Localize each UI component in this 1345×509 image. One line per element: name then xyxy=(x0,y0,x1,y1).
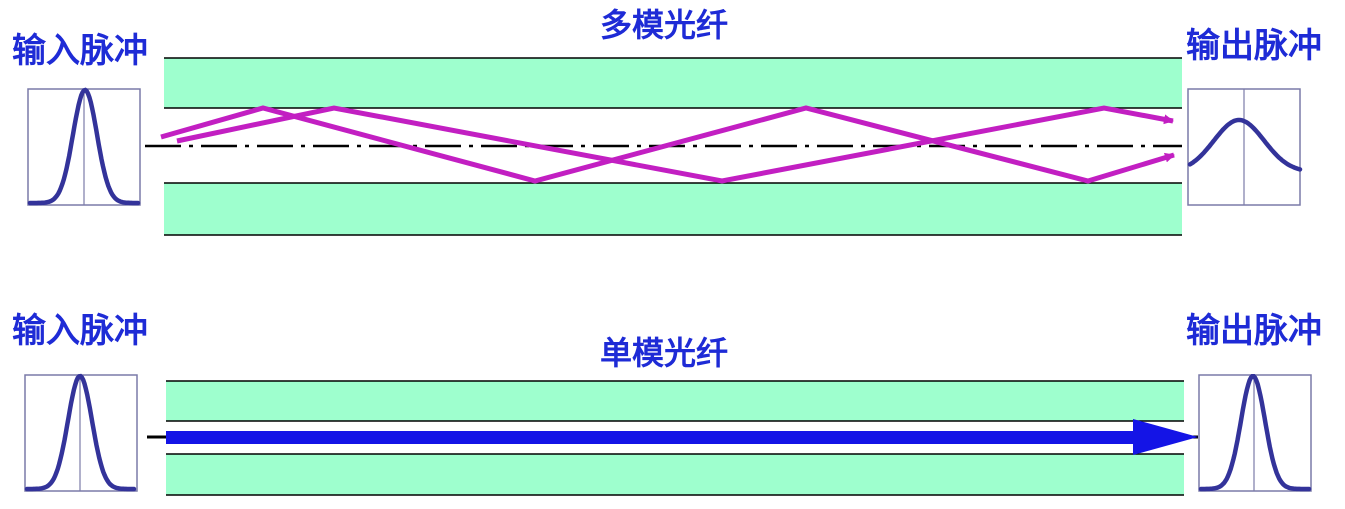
singlemode-upper-cladding xyxy=(166,381,1184,421)
multimode-input-pulse: 输入脉冲 xyxy=(12,31,148,206)
singlemode-input-pulse-box xyxy=(24,374,138,492)
singlemode-output-pulse-curve xyxy=(1198,373,1312,492)
multimode-input-pulse-curve xyxy=(27,87,141,206)
multimode-ray-2 xyxy=(176,105,1174,184)
multimode-output-pulse-curve xyxy=(1187,117,1303,172)
multimode-title: 多模光纤 xyxy=(600,6,728,44)
singlemode-output-pulse-box xyxy=(1198,374,1312,492)
singlemode-title: 单模光纤 xyxy=(600,334,728,372)
singlemode-output-pulse: 输出脉冲 xyxy=(1186,311,1322,492)
multimode-input-label: 输入脉冲 xyxy=(12,31,148,71)
singlemode-ray-arrowhead xyxy=(1133,419,1198,455)
multimode-upper-cladding xyxy=(164,58,1182,108)
singlemode-output-label: 输出脉冲 xyxy=(1186,311,1322,351)
multimode-fiber: 多模光纤 xyxy=(145,6,1182,236)
singlemode-input-pulse: 输入脉冲 xyxy=(12,311,148,492)
multimode-ray-1 xyxy=(160,105,1175,184)
multimode-lower-cladding xyxy=(164,183,1182,235)
singlemode-fiber: 单模光纤 xyxy=(147,334,1198,496)
singlemode-lower-cladding xyxy=(166,454,1184,495)
multimode-output-label: 输出脉冲 xyxy=(1186,26,1322,66)
multimode-output-pulse: 输出脉冲 xyxy=(1186,26,1322,206)
singlemode-input-pulse-curve xyxy=(24,373,137,492)
singlemode-ray-shaft xyxy=(166,431,1138,444)
singlemode-input-label: 输入脉冲 xyxy=(12,311,148,351)
